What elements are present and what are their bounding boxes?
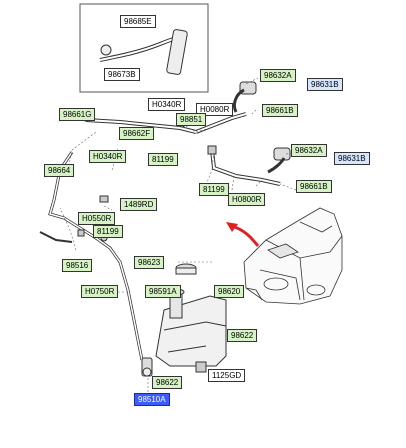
part-label-H0080R[interactable]: H0080R (196, 103, 234, 116)
part-label-1489RD[interactable]: 1489RD (120, 198, 158, 211)
part-label-98631B-right[interactable]: 98631B (334, 152, 370, 165)
part-label-H0550R[interactable]: H0550R (78, 212, 116, 225)
inset-nozzle-drawing (99, 29, 188, 75)
washer-pump-drawing (141, 357, 153, 377)
part-label-98664[interactable]: 98664 (44, 164, 75, 177)
part-label-98661B-top[interactable]: 98661B (262, 104, 298, 117)
part-label-81199-left[interactable]: 81199 (93, 225, 123, 238)
nozzle-top-right-drawing (232, 81, 257, 113)
part-label-98620[interactable]: 98620 (214, 285, 245, 298)
part-label-81199-mid[interactable]: 81199 (148, 153, 178, 166)
part-label-98673B[interactable]: 98673B (104, 68, 140, 81)
part-label-H0800R[interactable]: H0800R (228, 193, 266, 206)
part-label-98591A[interactable]: 98591A (145, 285, 181, 298)
part-label-98661G[interactable]: 98661G (59, 108, 96, 121)
part-label-98662F[interactable]: 98662F (119, 127, 155, 140)
part-label-H0750R[interactable]: H0750R (81, 285, 119, 298)
part-label-98623[interactable]: 98623 (134, 256, 165, 269)
part-label-98632A-right[interactable]: 98632A (291, 144, 327, 157)
nozzle-mid-right-drawing (267, 147, 291, 174)
part-label-98685E[interactable]: 98685E (120, 15, 156, 28)
part-label-98516[interactable]: 98516 (62, 259, 93, 272)
part-label-98622-bottom[interactable]: 98622 (152, 376, 183, 389)
location-pointer-arrowhead (226, 222, 238, 232)
part-label-98510A[interactable]: 98510A (134, 393, 170, 406)
washer-hoses (39, 112, 281, 361)
car-location-drawing (243, 207, 343, 305)
washer-reservoir-drawing (155, 288, 227, 373)
part-label-98632A-top[interactable]: 98632A (260, 69, 296, 82)
part-label-98622-right[interactable]: 98622 (227, 329, 258, 342)
filler-cap-drawing (175, 263, 197, 275)
part-label-H0340R-top[interactable]: H0340R (148, 98, 186, 111)
part-label-98631B-top[interactable]: 98631B (307, 78, 343, 91)
part-label-98661B-right[interactable]: 98661B (296, 180, 332, 193)
inset-frame (79, 3, 209, 93)
part-label-1125GD[interactable]: 1125GD (208, 369, 246, 382)
part-label-98851[interactable]: 98851 (176, 113, 207, 126)
part-label-81199-right[interactable]: 81199 (199, 183, 229, 196)
location-pointer-arrow (231, 224, 260, 247)
part-label-H0340R-left[interactable]: H0340R (89, 150, 127, 163)
